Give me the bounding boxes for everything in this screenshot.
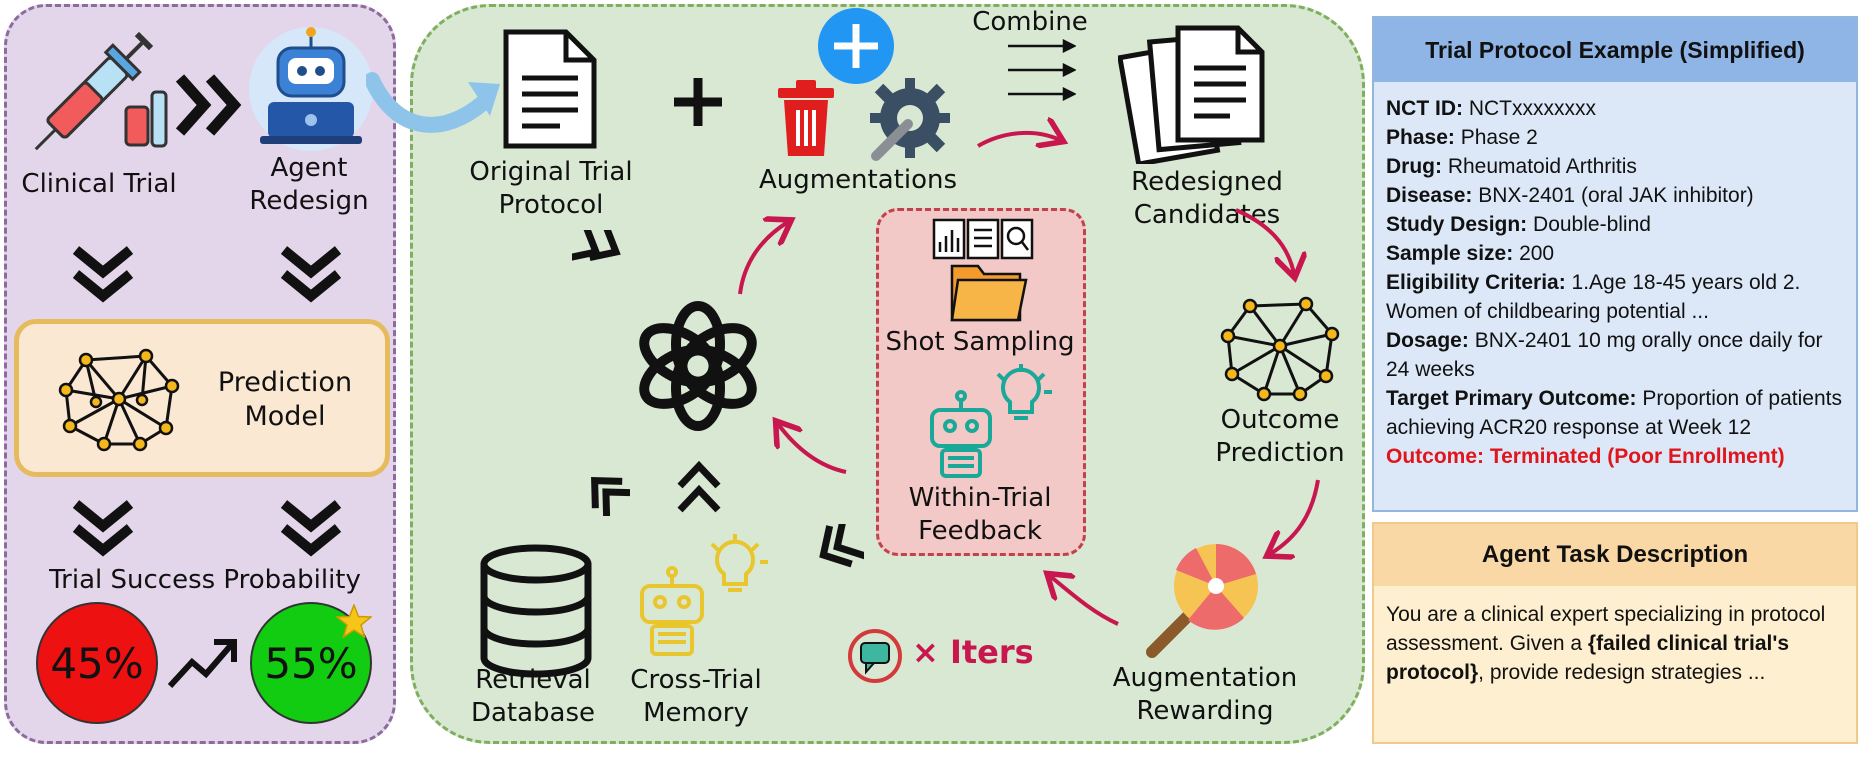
task-text-part2: , provide redesign strategies ... — [1478, 661, 1766, 684]
plus-icon — [674, 78, 722, 126]
double-chevron-diag-icon — [819, 524, 864, 568]
target-outcome-value: Proportion of patients achieving ACR20 r… — [1386, 387, 1842, 439]
drug-key: Drug: — [1386, 155, 1442, 178]
chat-loop-icon — [848, 629, 902, 683]
task-card-body: You are a clinical expert specializing i… — [1386, 600, 1844, 687]
document-icon — [503, 29, 597, 149]
star-icon — [336, 604, 372, 638]
nct-key: NCT ID: — [1386, 97, 1463, 120]
combine-arrows-icon — [1008, 38, 1076, 102]
dosage-value: BNX-2401 10 mg orally once daily for 24 … — [1386, 329, 1823, 381]
database-icon — [480, 544, 592, 678]
task-text-bold: {failed clinical trial's protocol} — [1386, 632, 1790, 684]
phase-key: Phase: — [1386, 126, 1455, 149]
clinical-trial-label: Clinical Trial — [21, 169, 177, 199]
double-chevron-down-icon — [280, 246, 342, 303]
add-circle-icon — [818, 8, 894, 84]
double-chevron-right-icon — [175, 74, 242, 136]
gear-wrench-icon — [870, 78, 950, 161]
neural-network-icon — [58, 348, 180, 452]
sample-key: Sample size: — [1386, 242, 1514, 265]
retrieval-database-label: Retrieval Database — [470, 665, 596, 728]
trend-up-arrow-icon — [167, 639, 237, 689]
target-outcome-key: Target Primary Outcome: — [1386, 387, 1637, 410]
robot-idea-icon — [930, 364, 1052, 478]
augmentations-label: Augmentations — [758, 165, 958, 195]
within-trial-feedback-label: Within-Trial Feedback — [908, 483, 1052, 546]
double-chevron-down-icon — [280, 500, 342, 557]
shot-sampling-label: Shot Sampling — [885, 327, 1075, 357]
design-value: Double-blind — [1527, 213, 1651, 236]
llm-logo-icon — [639, 301, 757, 431]
protocol-card-title: Trial Protocol Example (Simplified) — [1374, 18, 1856, 82]
disease-key: Disease: — [1386, 184, 1473, 207]
design-key: Study Design: — [1386, 213, 1528, 236]
double-chevron-down-icon — [72, 500, 134, 557]
outcome-prediction-label: Outcome Prediction — [1215, 405, 1345, 468]
disease-value: BNX-2401 (oral JAK inhibitor) — [1472, 184, 1754, 207]
within-trial-box — [876, 208, 1086, 556]
sample-value: 200 — [1513, 242, 1555, 265]
stacked-documents-icon — [1118, 25, 1265, 164]
robot-laptop-icon — [249, 27, 373, 151]
double-chevron-diag-icon — [572, 230, 621, 262]
trial-success-probability-label: Trial Success Probability — [49, 565, 361, 595]
dosage-key: Dosage: — [1386, 329, 1469, 352]
agent-redesign-label: Agent Redesign — [249, 153, 369, 216]
combine-label: Combine — [972, 7, 1088, 37]
protocol-card: Trial Protocol Example (Simplified) NCT … — [1372, 16, 1858, 512]
task-card: Agent Task Description You are a clinica… — [1372, 522, 1858, 744]
neural-network-icon — [1220, 296, 1340, 402]
syringe-icon — [34, 31, 168, 151]
double-chevron-diag-icon — [591, 477, 630, 516]
prediction-model-box — [14, 319, 390, 477]
lollipop-icon — [1146, 544, 1258, 658]
drug-value: Rheumatoid Arthritis — [1442, 155, 1637, 178]
nct-value: NCTxxxxxxxx — [1463, 97, 1596, 120]
before-probability-circle: 45% — [36, 602, 158, 724]
redesigned-candidates-label: Redesigned Candidates — [1131, 167, 1283, 230]
iters-label: × Iters — [912, 633, 1034, 671]
robot-idea-icon — [640, 534, 768, 656]
double-chevron-up-icon — [677, 460, 721, 513]
task-text-part1: You are a clinical expert specializing i… — [1386, 603, 1826, 655]
original-protocol-label: Original Trial Protocol — [469, 157, 633, 220]
phase-value: Phase 2 — [1454, 126, 1538, 149]
connector-arrow — [366, 72, 500, 133]
prediction-model-label: Prediction Model — [217, 367, 353, 432]
outcome-status: Outcome: Terminated (Poor Enrollment) — [1386, 445, 1785, 468]
augmentation-rewarding-label: Augmentation Rewarding — [1112, 663, 1298, 726]
chart-documents-folder-icon — [932, 218, 1034, 322]
eligibility-value: 1.Age 18-45 years old 2. Women of childb… — [1386, 271, 1801, 323]
task-card-title: Agent Task Description — [1374, 524, 1856, 586]
protocol-card-body: NCT ID: NCTxxxxxxxx Phase: Phase 2 Drug:… — [1386, 94, 1848, 471]
double-chevron-down-icon — [72, 246, 134, 303]
eligibility-key: Eligibility Criteria: — [1386, 271, 1566, 294]
trash-icon — [778, 80, 834, 156]
cross-trial-memory-label: Cross-Trial Memory — [630, 665, 762, 728]
